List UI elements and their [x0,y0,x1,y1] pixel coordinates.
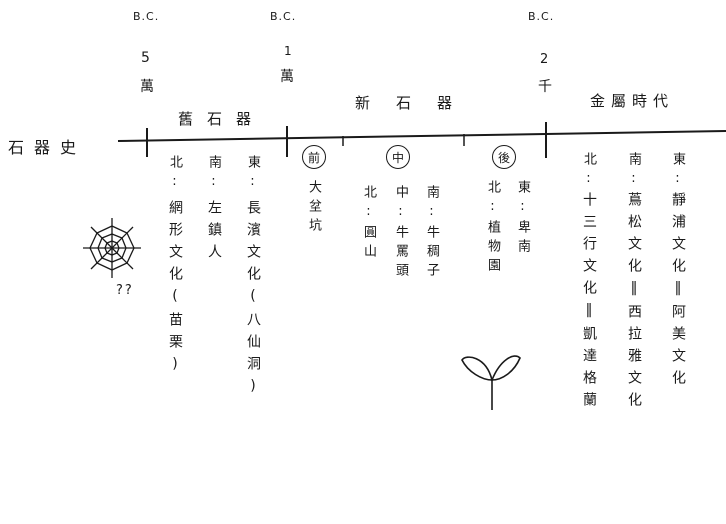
badge-middle: 中 [386,145,410,169]
metal-north-culture: 十三行文化‖凱達格蘭 [581,192,597,414]
page-title: 石器史 [8,138,87,157]
badge-early: 前 [302,145,326,169]
middle-south: 南:牛稠子 [424,185,439,282]
era-metal: 金屬時代 [590,92,675,110]
badge-late: 後 [492,145,516,169]
old-stone-north-culture: 網形文化(苗栗) [167,200,183,380]
old-stone-south-dir: 南: [206,155,221,195]
era-old-stone: 舊石器 [178,110,266,128]
late-east: 東:卑南 [515,180,530,258]
date-number-1: 5 [141,50,150,66]
metal-east-dir: 東: [670,152,685,192]
date-unit-3: 千 [538,79,552,95]
old-stone-east-culture: 長濱文化(八仙洞) [245,200,261,402]
bc-label-2: B.C. [270,10,297,23]
spider-web-icon [83,218,141,278]
metal-south-dir: 南: [626,152,641,192]
late-north: 北:植物園 [485,180,500,277]
date-unit-2: 萬 [280,69,294,85]
old-stone-east-dir: 東: [245,155,260,195]
date-unit-1: 萬 [140,79,154,95]
timeline-axis [117,130,726,142]
metal-east-culture: 靜浦文化‖阿美文化 [670,192,686,392]
bc-label-3: B.C. [528,10,555,23]
date-number-2: 1 [284,44,292,58]
metal-south-culture: 蔦松文化‖西拉雅文化 [626,192,642,414]
question-marks: ?? [116,283,134,298]
old-stone-north-dir: 北: [167,155,182,195]
date-number-3: 2 [540,52,549,67]
metal-north-dir: 北: [581,152,596,192]
middle-center: 中:牛罵頭 [393,185,408,282]
middle-north: 北:圓山 [361,185,376,263]
old-stone-south-culture: 左鎮人 [206,200,222,266]
early-site: 大坌坑 [306,180,321,237]
sprout-icon [461,355,521,410]
era-new-stone: 新石器 [355,94,479,112]
bc-label-1: B.C. [133,10,160,23]
